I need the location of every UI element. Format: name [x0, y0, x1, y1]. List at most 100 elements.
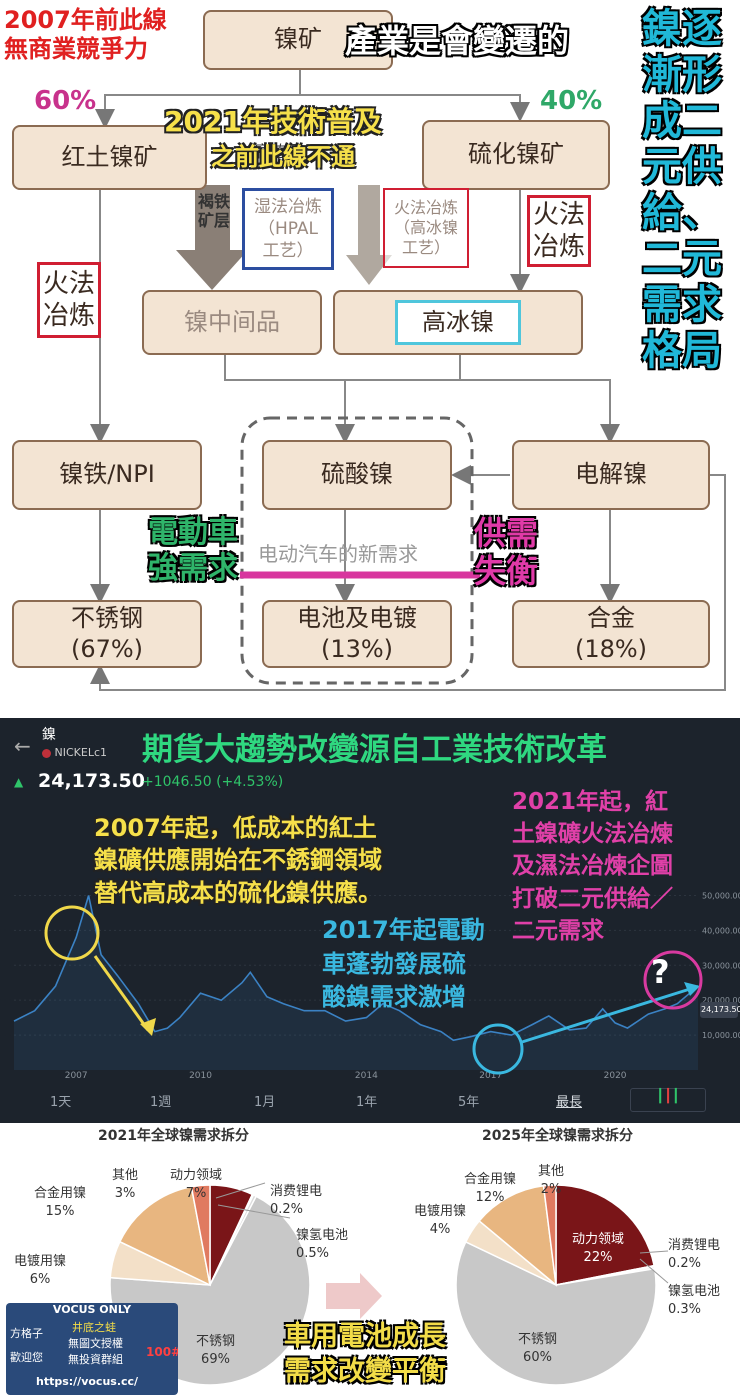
y-tick-label: 20,000.00 [702, 996, 740, 1005]
tab-1m[interactable]: 1月 [254, 1095, 276, 1110]
circle-2021 [643, 950, 703, 1010]
p25-other-name: 其他 [538, 1164, 565, 1179]
right-vertical-note: 鎳逐 漸形 成二 元供 給、 二元 需求 格局 [632, 6, 732, 374]
p21-nimh-pct: 0.5% [296, 1245, 330, 1261]
p25-stainless-pct: 60% [523, 1349, 552, 1365]
question-mark: ? [651, 953, 670, 991]
box-matte: 高冰镍 [333, 290, 583, 355]
p21-alloy: 合金用镍 15% [34, 1185, 86, 1220]
tab-max[interactable]: 最長 [556, 1095, 583, 1110]
note-2021-l2: 土鎳礦火法冶煉 [512, 821, 673, 848]
pie-slice [190, 1184, 211, 1286]
leader-2021-nimh [217, 1204, 291, 1219]
box-sulfate-label: 硫酸镍 [321, 460, 393, 489]
wm-l6: 無投資群組 [68, 1353, 123, 1366]
circle-2017 [472, 1023, 524, 1075]
time-tabs: 1天 1週 1月 1年 5年 最長 ┃┃┃ [0, 1088, 740, 1118]
p21-stainless-pct: 69% [201, 1351, 230, 1367]
pie-slice [542, 1184, 557, 1286]
imbalance-l2: 失衡 [474, 552, 539, 591]
tab-5y[interactable]: 5年 [458, 1095, 480, 1110]
arrow-2007-head [140, 1018, 156, 1036]
symbol-name: 鎳 [42, 727, 56, 743]
pie-slice [455, 1240, 657, 1386]
pct-right: 40% [540, 86, 603, 116]
note-2017-l1: 2017年起電動 [322, 916, 485, 944]
p25-plating-name: 电镀用镍 [414, 1204, 467, 1219]
tech-note: 2021年技術普及 之前此線不通 [164, 102, 382, 175]
box-electrolytic-label: 电解镍 [575, 460, 647, 489]
note-2021-l4: 打破二元供給／ [512, 885, 673, 912]
matte-proc-l3: 工艺） [401, 238, 450, 257]
wm-l7: https://vocus.cc/ [36, 1375, 139, 1388]
arrow-2007-line [93, 955, 150, 1031]
p25-consumer-pct: 0.2% [668, 1255, 702, 1271]
arrow-2017-line [521, 987, 691, 1044]
note-2017: 2017年起電動 車蓬勃發展硫 酸鎳需求激增 [322, 914, 485, 1015]
box-sulfate: 硫酸镍 [262, 440, 452, 510]
p21-power-name: 动力领域 [170, 1168, 223, 1183]
box-matte-label: 高冰镍 [395, 299, 521, 346]
pyro-left-box: 火法冶炼 [37, 262, 101, 338]
stainless-label: 不锈钢 [71, 603, 143, 632]
p21-alloy-pct: 15% [45, 1203, 75, 1219]
x-tick-label: 2017 [479, 1071, 502, 1081]
matte-proc-l2: （高冰镍 [393, 218, 458, 237]
x-tick-label: 2010 [189, 1071, 212, 1081]
uk-flag-icon [42, 748, 51, 758]
note-2007-l1: 2007年起，低成本的紅土 [94, 814, 377, 842]
tab-1w[interactable]: 1週 [150, 1095, 172, 1110]
p25-consumer-name: 消费锂电 [668, 1238, 721, 1253]
p25-other-pct: 2% [540, 1181, 562, 1197]
price-change: +1046.50 (+4.53%) [142, 774, 284, 790]
hpal-l2: （HPAL [257, 218, 319, 239]
p21-consumer-name: 消费锂电 [270, 1184, 323, 1199]
note-2007: 2007年起，低成本的紅土 鎳礦供應開始在不銹鋼領域 替代高成本的硫化鎳供應。 [94, 812, 382, 909]
price: 24,173.50 [38, 770, 145, 792]
rv-3: 元供 [642, 144, 722, 190]
box-nickel-ore: 镍矿 [203, 10, 393, 70]
x-tick-label: 2007 [65, 1071, 88, 1081]
candle-type-icon[interactable]: ┃┃┃ [630, 1088, 706, 1112]
matte-proc-l1: 火法冶炼 [393, 198, 458, 217]
p25-alloy-pct: 12% [475, 1189, 505, 1205]
note-2007-l3: 替代高成本的硫化鎳供應。 [94, 878, 382, 907]
current-price-tag-bg [700, 1002, 738, 1018]
p25-power-name: 动力领域 [572, 1232, 625, 1247]
header-left-note: 2007年前此線 無商業競爭力 [4, 6, 167, 64]
x-tick-label: 2014 [355, 1071, 378, 1081]
arrow-2017-head [684, 982, 700, 996]
ev-demand-label: 电动汽车的新需求 [258, 542, 418, 566]
box-sulfide: 硫化镍矿 [422, 120, 610, 190]
p21-stainless-name: 不锈钢 [196, 1334, 236, 1349]
rv-5: 二元 [642, 236, 722, 282]
box-battery: 电池及电镀 (13%) [262, 600, 452, 668]
ev-dashed-region [240, 416, 474, 685]
p21-nimh-name: 镍氢电池 [296, 1228, 349, 1243]
matte-flow-arrow [346, 185, 392, 285]
tab-1d[interactable]: 1天 [50, 1095, 72, 1110]
note-2017-l3: 酸鎳需求激增 [322, 983, 466, 1012]
leader-2021-consumer [215, 1182, 266, 1199]
note-2021: 2021年起，紅 土鎳礦火法冶煉 及濕法冶煉企圖 打破二元供給／ 二元需求 [512, 786, 673, 947]
up-arrow-icon: ▲ [14, 775, 24, 789]
p21-alloy-name: 合金用镍 [34, 1186, 87, 1201]
wm-l2: 方格子 [10, 1327, 43, 1340]
p25-power-pct: 22% [583, 1249, 613, 1265]
pyro-left-l2: 冶炼 [42, 301, 95, 331]
alloy-label: 合金 [587, 603, 635, 632]
chart-panel-title: 期貨大趨勢改變源自工業技術改革 [142, 732, 607, 768]
note-2017-l2: 車蓬勃發展硫 [322, 949, 466, 978]
box-stainless: 不锈钢 (67%) [12, 600, 202, 668]
back-arrow-icon[interactable]: ← [14, 734, 31, 758]
tab-1y[interactable]: 1年 [356, 1095, 378, 1110]
p21-other-name: 其他 [112, 1168, 139, 1183]
pyro-left-l1: 火法 [42, 268, 95, 299]
footer-note-l1: 車用電池成長 [284, 1321, 446, 1352]
